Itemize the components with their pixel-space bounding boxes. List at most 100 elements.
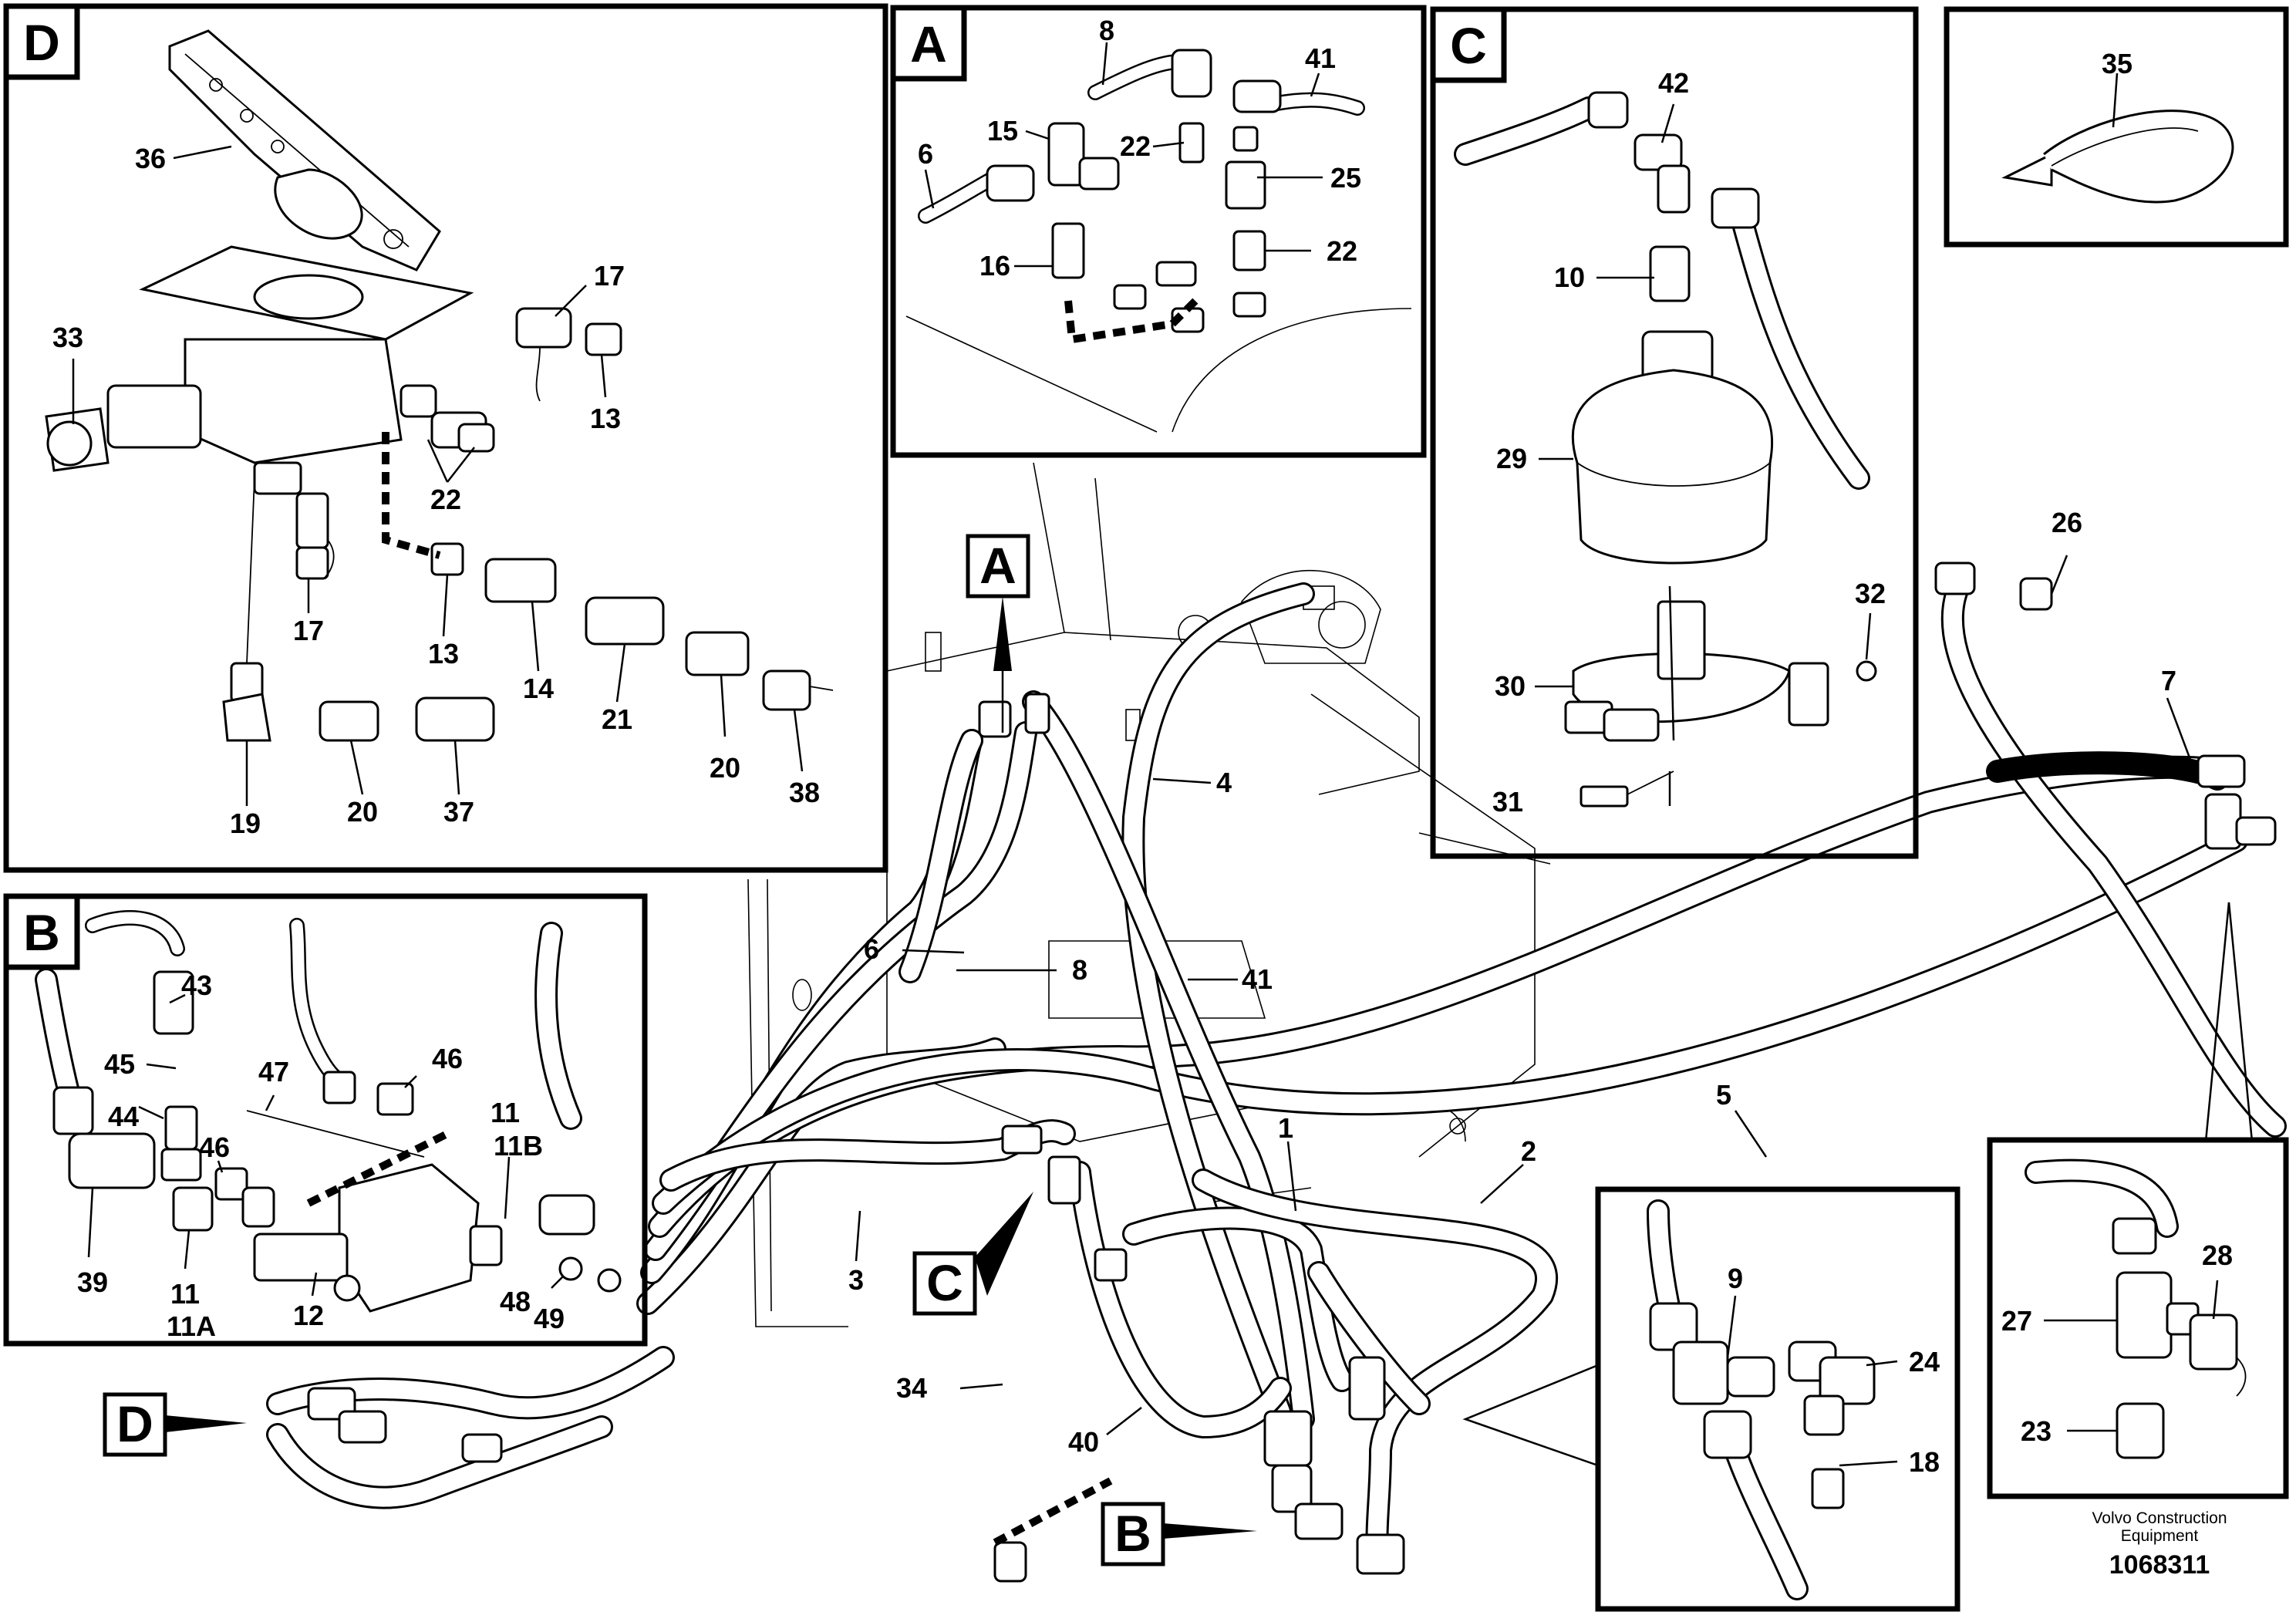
- detail-a-parts: [905, 49, 1412, 433]
- callout-6: 6: [918, 138, 933, 170]
- callout-35: 35: [2102, 48, 2132, 79]
- callout-44: 44: [108, 1101, 139, 1132]
- callout-46: 46: [432, 1043, 463, 1074]
- callout-41: 41: [1305, 42, 1336, 74]
- svg-text:C: C: [1450, 17, 1487, 74]
- detail-c-letter: C: [1430, 6, 1507, 83]
- callout-7: 7: [2161, 665, 2176, 696]
- callout-24: 24: [1909, 1346, 1940, 1378]
- callout-5: 5: [1716, 1079, 1731, 1111]
- callout-13b: 13: [428, 638, 459, 669]
- machine-frame-outline: [747, 462, 1551, 1327]
- callout-11: 11: [491, 1097, 520, 1128]
- callout-49: 49: [534, 1303, 565, 1334]
- callout-4: 4: [1216, 767, 1232, 798]
- svg-text:A: A: [979, 537, 1017, 594]
- valve-detail-callouts: 9 24 18: [1728, 1263, 1940, 1478]
- callout-13: 13: [590, 403, 621, 434]
- callout-26: 26: [2052, 507, 2082, 538]
- callout-37: 37: [443, 796, 474, 828]
- svg-text:D: D: [116, 1395, 153, 1452]
- callout-3: 3: [848, 1264, 864, 1296]
- svg-text:B: B: [23, 904, 60, 961]
- callout-6-main: 6: [864, 933, 879, 965]
- callout-45: 45: [104, 1048, 135, 1080]
- callout-46b: 46: [199, 1131, 230, 1163]
- callout-21: 21: [602, 703, 632, 735]
- callout-9: 9: [1728, 1263, 1743, 1294]
- detail-a-dashed-path: [1064, 298, 1199, 344]
- publisher-caption: Volvo Construction Equipment 1068311: [2092, 1509, 2227, 1580]
- svg-text:Volvo Construction: Volvo Construction: [2092, 1509, 2227, 1527]
- marker-d: D: [103, 1392, 247, 1457]
- svg-text:C: C: [926, 1254, 963, 1311]
- callout-43: 43: [181, 969, 212, 1001]
- callout-17: 17: [594, 260, 625, 292]
- callout-18: 18: [1909, 1446, 1940, 1478]
- valve-detail-parts: [1647, 1199, 1876, 1600]
- detail-d-callouts: 36 17 33 13 22 17 13 14 21 20 38 19 20 3…: [52, 143, 820, 839]
- callout-22c: 22: [1327, 235, 1357, 267]
- detail-a-leaders: [924, 42, 1323, 268]
- callout-29: 29: [1496, 443, 1527, 474]
- callout-12: 12: [293, 1300, 324, 1331]
- callout-48: 48: [500, 1286, 531, 1317]
- callout-33: 33: [52, 322, 83, 353]
- tee-detail-parts: [2025, 1158, 2247, 1459]
- detail-d-leaders: [72, 145, 804, 806]
- detail-a-letter: A: [890, 5, 967, 82]
- callout-20: 20: [710, 752, 740, 784]
- hose-bundle: [266, 575, 2287, 1570]
- callout-30: 30: [1495, 670, 1526, 702]
- detail-c-leaders: [1535, 103, 1872, 806]
- svg-text:B: B: [1114, 1505, 1151, 1562]
- detail-b-frame: [3, 893, 648, 1347]
- marker-b: B: [1101, 1502, 1257, 1566]
- callout-11c: 11: [170, 1278, 200, 1310]
- callout-17b: 17: [293, 615, 324, 646]
- main-fittings: [307, 561, 2277, 1583]
- callout-41-main: 41: [1242, 963, 1273, 995]
- callout-39: 39: [77, 1266, 108, 1298]
- callout-10: 10: [1554, 261, 1585, 293]
- callout-8-main: 8: [1072, 954, 1087, 986]
- callout-19: 19: [230, 808, 261, 839]
- callout-36: 36: [135, 143, 166, 174]
- detail-d-frame: [3, 3, 888, 873]
- callout-22: 22: [430, 484, 461, 515]
- tee-detail-leaders: [2044, 1280, 2219, 1432]
- detail-b-leaders: [87, 993, 564, 1297]
- callout-16: 16: [979, 250, 1010, 282]
- callout-31: 31: [1492, 786, 1523, 818]
- callout-11b: 11B: [494, 1130, 543, 1162]
- callout-25: 25: [1330, 162, 1361, 194]
- tee-detail-frame: [1987, 1137, 2289, 1499]
- callout-38: 38: [789, 777, 820, 808]
- marker-a: A: [966, 534, 1030, 671]
- callout-32: 32: [1855, 578, 1886, 609]
- callout-27: 27: [2001, 1305, 2032, 1337]
- detail-c-parts: [1454, 91, 1877, 808]
- detail-b-letter: B: [3, 893, 80, 970]
- svg-text:D: D: [23, 14, 60, 71]
- callout-2: 2: [1521, 1135, 1536, 1167]
- detail-b-callouts: 43 45 47 46 11 11B 44 46 39 11 11A 12 48…: [77, 969, 565, 1342]
- detail-b-dashed-path: [306, 1130, 450, 1207]
- callout-34: 34: [896, 1372, 927, 1404]
- brake-pedal-valve: [45, 29, 834, 742]
- callout-8: 8: [1099, 15, 1114, 46]
- callout-15: 15: [987, 115, 1018, 147]
- detail-d-letter: D: [3, 3, 80, 80]
- valve-detail-leaders: [1726, 1295, 1898, 1467]
- zoom-leaders: [1462, 902, 2254, 1467]
- callout-42: 42: [1658, 67, 1689, 99]
- detail-a-callouts: 8 41 15 6 22 25 16 22: [918, 15, 1361, 282]
- callout-40: 40: [1068, 1426, 1099, 1458]
- detail-d-dashed-path: [382, 432, 441, 559]
- main-dashed-path: [993, 1477, 1113, 1546]
- callout-14: 14: [523, 673, 554, 704]
- callout-11a: 11A: [167, 1310, 216, 1342]
- svg-text:A: A: [910, 15, 947, 73]
- callout-28: 28: [2202, 1239, 2233, 1271]
